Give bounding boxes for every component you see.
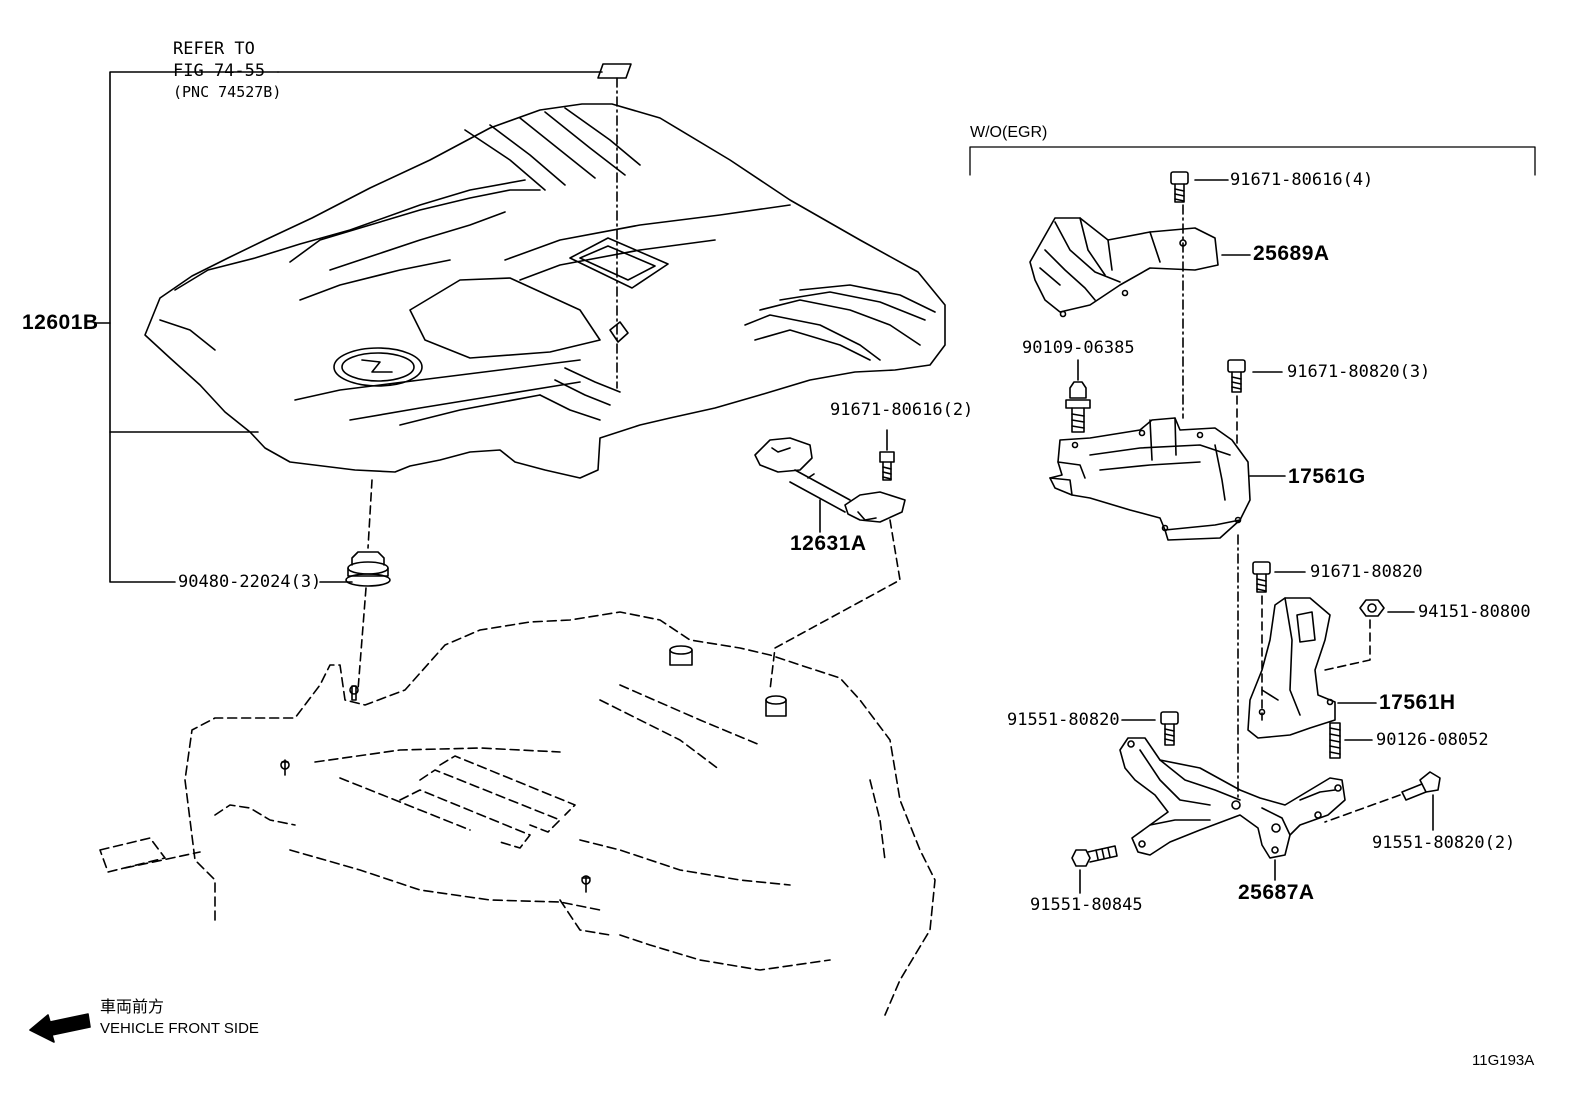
- front-arrow-icon: [29, 1013, 91, 1043]
- dash-cover-grommet: [367, 479, 373, 549]
- engine-studs: [280, 645, 787, 893]
- engine-outline: [99, 611, 936, 1016]
- grommet-90480: [345, 551, 391, 587]
- part-12631A: [754, 437, 906, 523]
- part-label-90109: 90109-06385: [1022, 338, 1135, 358]
- part-label-12631A: 12631A: [790, 532, 867, 555]
- section-bracket: [969, 146, 1536, 176]
- part-25687A: [1119, 737, 1346, 859]
- part-label-25687A: 25687A: [1238, 881, 1315, 904]
- bolt-91551-80820: [1160, 711, 1179, 746]
- refer-note-line2: FIG 74-55: [173, 61, 266, 81]
- bolt-91671-80616-2: [879, 451, 895, 481]
- front-indicator-en: VEHICLE FRONT SIDE: [100, 1020, 259, 1037]
- figure-id: 11G193A: [1472, 1052, 1535, 1069]
- part-label-90126: 90126-08052: [1376, 730, 1489, 750]
- refer-note-line1: REFER TO: [173, 39, 255, 59]
- dash-12631A-engine: [769, 519, 901, 691]
- front-indicator-jp: 車両前方: [100, 999, 165, 1016]
- part-label-17561H: 17561H: [1379, 691, 1456, 714]
- stud-90109-06385: [1065, 381, 1091, 433]
- part-label-91551-80820: 91551-80820: [1007, 710, 1120, 730]
- part-label-91671-80820: 91671-80820: [1310, 562, 1423, 582]
- section-label: W/O(EGR): [970, 124, 1048, 141]
- bolt-91671-80820: [1252, 561, 1271, 593]
- refer-tag-shape: [597, 63, 632, 79]
- part-label-12601B: 12601B: [22, 311, 99, 334]
- bolt-91551-80845: [1071, 845, 1118, 867]
- bolt-91671-80616-4: [1170, 171, 1189, 203]
- bolt-91551-80820-2: [1401, 771, 1441, 801]
- part-25689A: [1029, 217, 1219, 318]
- part-label-91671-80820-3: 91671-80820(3): [1287, 362, 1431, 382]
- part-label-91671-80616-4: 91671-80616(4): [1230, 170, 1374, 190]
- part-17561H: [1247, 597, 1336, 739]
- dash-91551-80820-2: [1324, 794, 1401, 823]
- part-label-90480: 90480-22024(3): [178, 572, 322, 592]
- part-label-94151: 94151-80800: [1418, 602, 1531, 622]
- part-label-91551-80820-2: 91551-80820(2): [1372, 833, 1516, 853]
- part-label-17561G: 17561G: [1288, 465, 1366, 488]
- dash-grommet-engine: [357, 587, 367, 691]
- part-label-91551-80845: 91551-80845: [1030, 895, 1143, 915]
- nut-94151-80800: [1359, 599, 1385, 617]
- part-label-91671-80616-2: 91671-80616(2): [830, 400, 974, 420]
- dash-94151: [1324, 619, 1371, 671]
- engine-cover-12601B: [144, 103, 946, 479]
- refer-note-line3: (PNC 74527B): [173, 83, 282, 101]
- stud-90126-08052: [1329, 722, 1341, 759]
- part-label-25689A: 25689A: [1253, 242, 1330, 265]
- bolt-91671-80820-3: [1227, 359, 1246, 393]
- part-17561G: [1049, 417, 1251, 541]
- leader-lines-12601B: [94, 71, 603, 583]
